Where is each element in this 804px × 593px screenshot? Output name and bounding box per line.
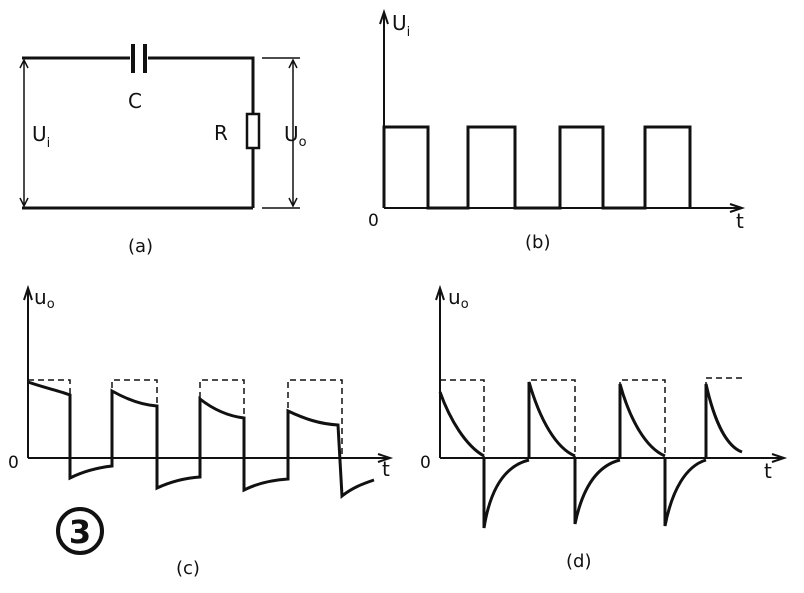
input-square-wave — [382, 125, 692, 210]
plot-c-origin: 0 — [8, 453, 19, 473]
figure-number-circle — [56, 507, 104, 555]
plot-c-x-axis — [28, 453, 394, 463]
output-voltage-arrow — [288, 58, 298, 208]
input-voltage-arrow — [19, 58, 29, 208]
plot-d-origin: 0 — [420, 453, 431, 473]
output-voltage-ticks — [262, 57, 300, 209]
caption-b: (b) — [525, 232, 550, 253]
output-voltage-label-base: U — [284, 122, 299, 146]
caption-c: (c) — [176, 558, 200, 579]
capacitor-label: C — [128, 89, 142, 113]
circuit-diagram: C R Ui Uo (a) — [19, 44, 307, 257]
plot-d-output-negative-spikes — [482, 458, 707, 529]
input-voltage-label-base: U — [32, 122, 47, 146]
plot-d-output-positive-spikes — [438, 381, 743, 458]
plot-b-y-label-base: U — [392, 11, 407, 35]
output-waveform-plot-d: uo 0 t (d) — [420, 284, 788, 572]
plot-c-y-axis — [23, 284, 33, 458]
plot-c-y-label: uo — [34, 285, 55, 312]
figure-number-badge: 3 — [56, 507, 104, 555]
circuit-top-wire-right — [148, 56, 255, 114]
plot-d-x-axis — [440, 453, 788, 463]
output-voltage-label-sub: o — [299, 135, 307, 150]
plot-b-y-label-sub: i — [407, 25, 411, 40]
plot-b-origin: 0 — [368, 211, 379, 231]
caption-a: (a) — [128, 236, 153, 257]
input-waveform-plot: Ui 0 t (b) — [368, 8, 746, 253]
figure-number: 3 — [69, 513, 91, 551]
plot-c-output-waveform — [27, 380, 375, 499]
resistor-label: R — [214, 121, 228, 145]
output-waveform-plot-c: uo 0 t (c) — [8, 284, 394, 579]
plot-d-input-reference — [440, 377, 746, 458]
plot-d-y-label-sub: o — [461, 297, 469, 312]
plot-d-y-label-base: u — [448, 285, 461, 309]
input-voltage-label-sub: i — [47, 136, 51, 151]
caption-d: (d) — [566, 551, 591, 572]
plot-c-input-reference — [28, 379, 343, 458]
plot-d-y-axis — [435, 284, 445, 458]
plot-c-x-label: t — [382, 457, 390, 481]
plot-b-x-label: t — [736, 209, 744, 233]
input-voltage-label: Ui — [32, 122, 50, 151]
plot-b-y-label: Ui — [392, 11, 410, 40]
resistor — [245, 112, 261, 150]
plot-c-y-label-base: u — [34, 285, 47, 309]
plot-d-x-label: t — [764, 459, 772, 483]
plot-c-y-label-sub: o — [47, 297, 55, 312]
output-voltage-label: Uo — [284, 122, 307, 150]
plot-d-y-label: uo — [448, 285, 469, 312]
